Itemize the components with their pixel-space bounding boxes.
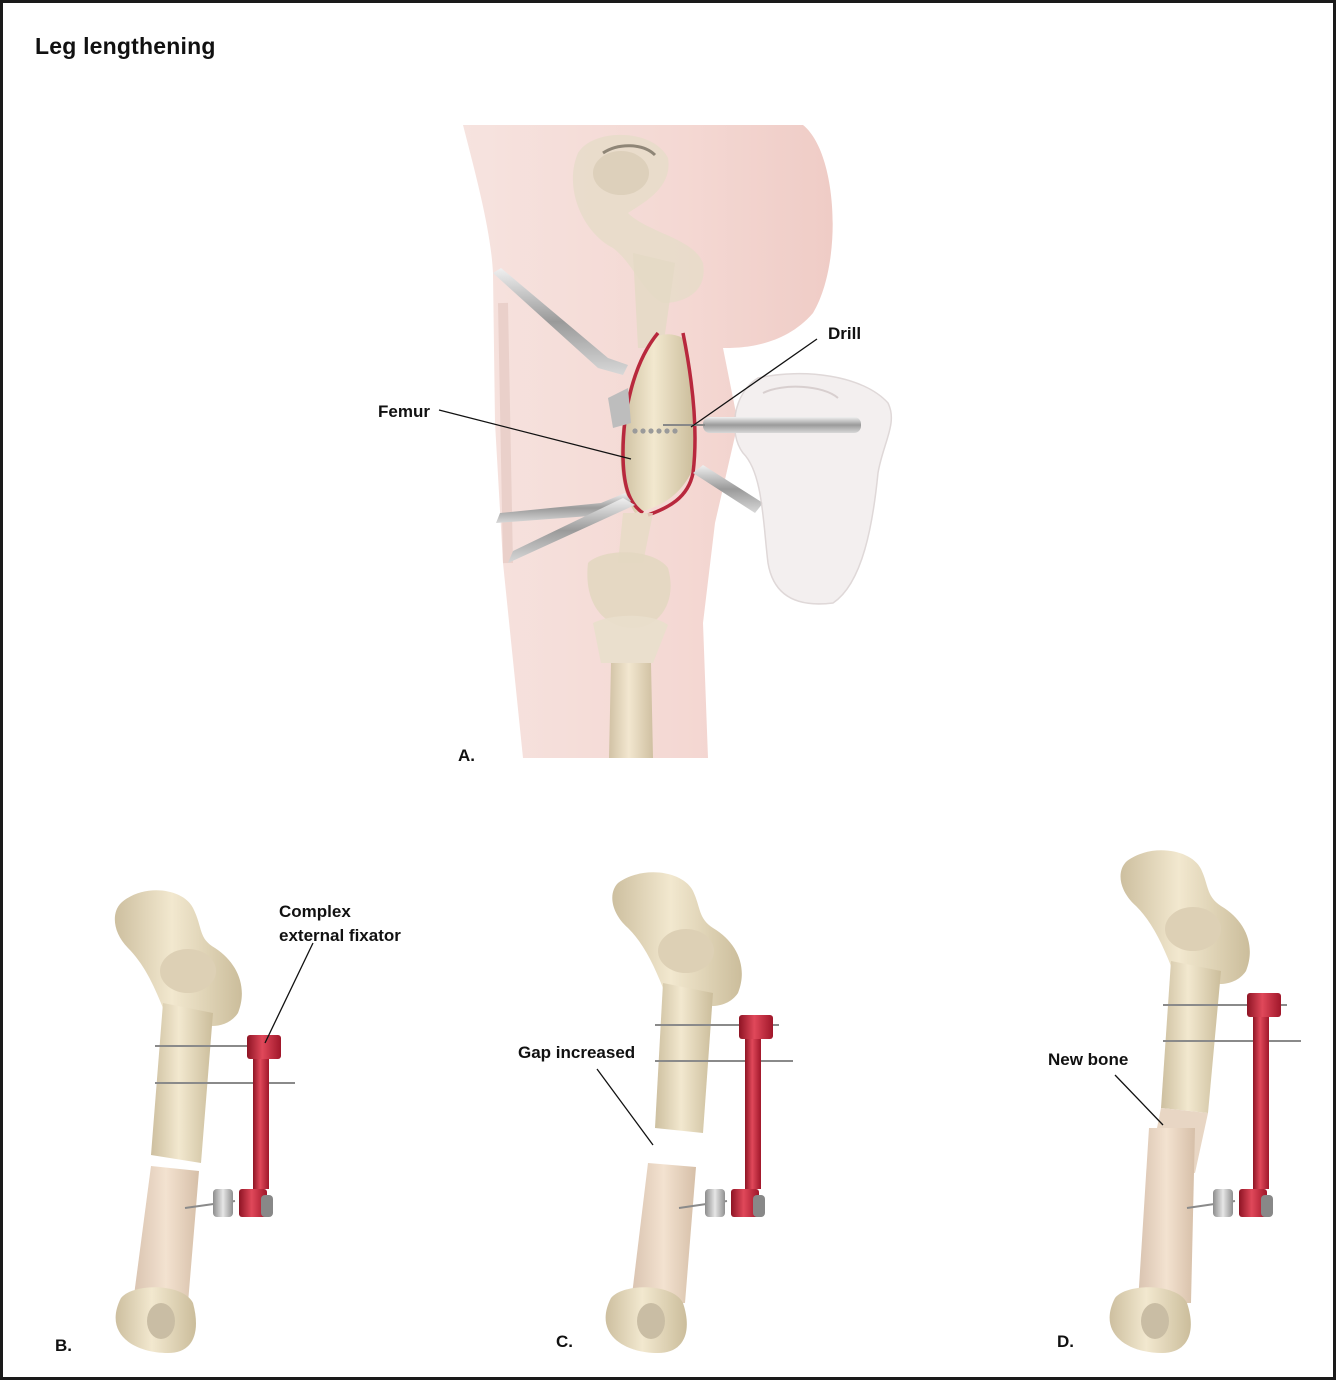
fixator-label-line2: external fixator <box>279 926 401 945</box>
gap-label: Gap increased <box>518 1043 635 1062</box>
panel-a-thigh <box>439 125 891 758</box>
new-bone-label: New bone <box>1048 1050 1128 1069</box>
panel-b-femur-fixator <box>115 890 313 1353</box>
panel-b-letter: B. <box>55 1336 72 1355</box>
fixator-label-line1: Complex <box>279 902 351 921</box>
panel-c-letter: C. <box>556 1332 573 1351</box>
illustration: Femur Drill A. Com <box>3 3 1333 1377</box>
panel-a-letter: A. <box>458 746 475 765</box>
panel-c-gap <box>597 872 793 1353</box>
panel-d-letter: D. <box>1057 1332 1074 1351</box>
femur-label: Femur <box>378 402 430 421</box>
panel-d-new-bone <box>1110 850 1301 1353</box>
drill-label: Drill <box>828 324 861 343</box>
drill-icon <box>703 417 861 433</box>
